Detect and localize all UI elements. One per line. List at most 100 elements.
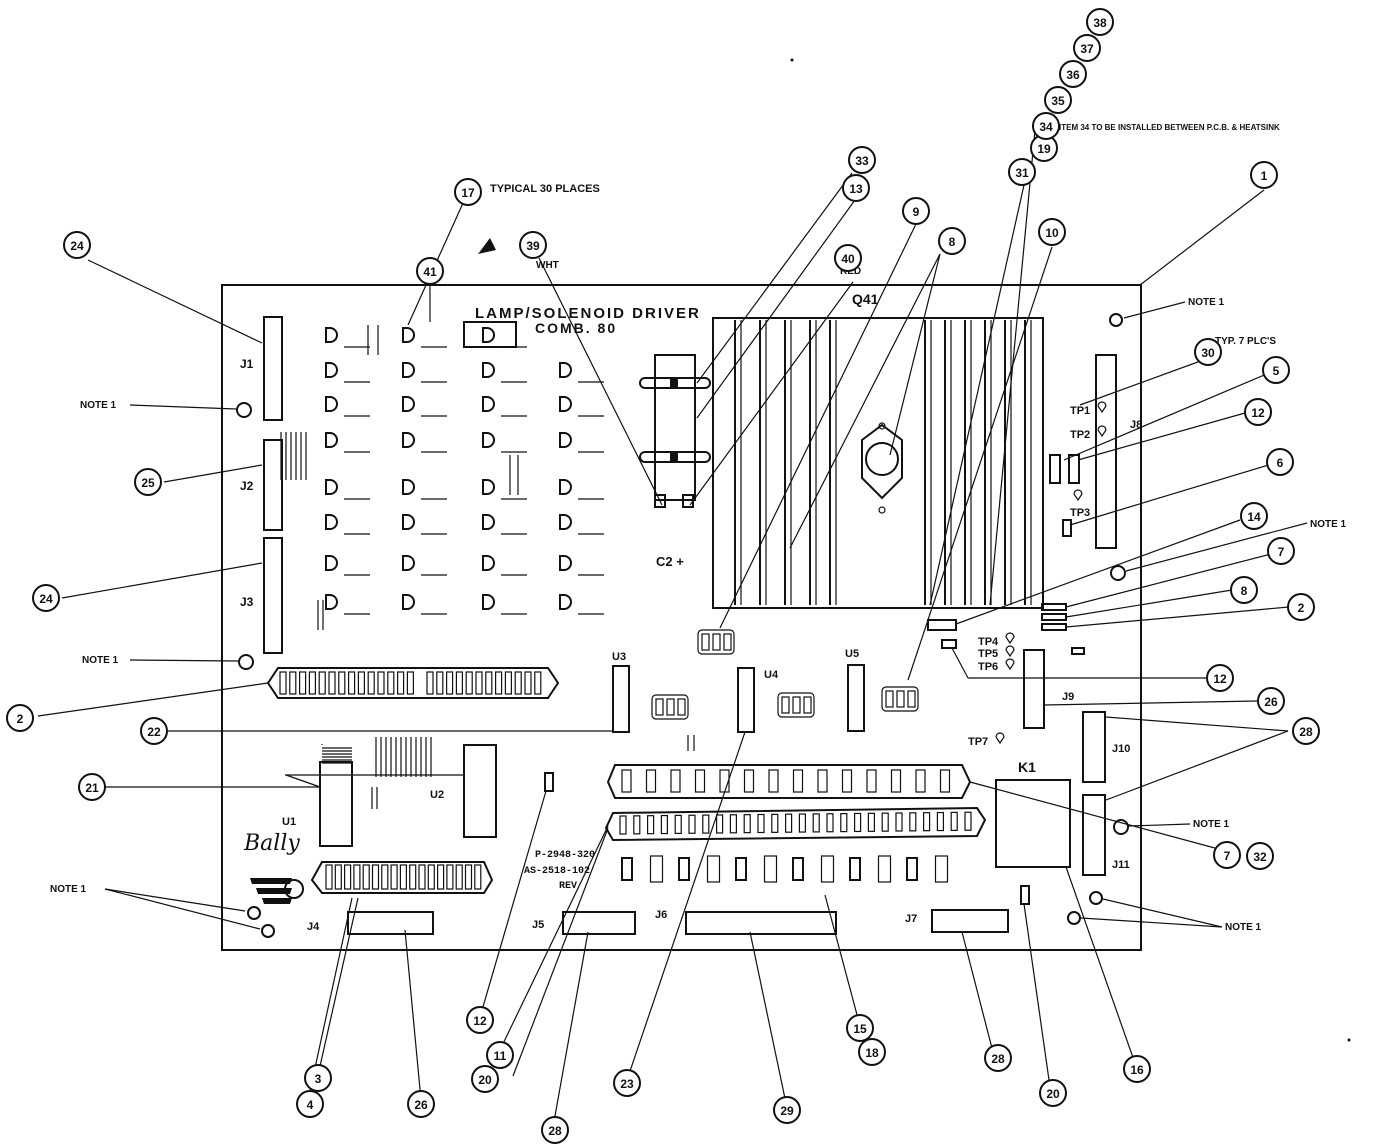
svg-text:15: 15 [853,1022,867,1036]
callout-c28a: 28 [1292,717,1320,745]
svg-text:38: 38 [1093,16,1107,30]
callout-c40: 40 [834,244,862,272]
svg-text:J7: J7 [905,913,917,925]
connector-j7: J7 [905,909,1009,933]
svg-text:17: 17 [461,186,475,200]
tp3: TP3 [1070,507,1090,519]
power-transistor [861,423,903,500]
tp1: TP1 [1070,405,1090,417]
svg-text:U3: U3 [612,651,626,663]
svg-text:13: 13 [849,182,863,196]
svg-text:40: 40 [841,252,855,266]
svg-text:J11: J11 [1112,859,1130,871]
callout-c20a: 20 [471,1065,499,1093]
svg-text:7: 7 [1224,849,1231,863]
svg-text:28: 28 [991,1052,1005,1066]
callout-c30: 30 [1194,338,1222,366]
resistor-row-middle [604,806,987,842]
svg-text:J6: J6 [655,909,667,921]
svg-text:18: 18 [865,1046,879,1060]
svg-text:16: 16 [1130,1063,1144,1077]
callout-c23: 23 [613,1069,641,1097]
svg-text:NOTE 1: NOTE 1 [82,655,119,666]
ic-u1: U1 [282,761,353,847]
test-points: TP1 TP2 TP3 TP4 TP5 TP6 TP7 [968,401,1107,748]
callout-c2a: 2 [6,704,34,732]
svg-text:36: 36 [1066,68,1080,82]
callout-c1: 1 [1250,161,1278,189]
svg-text:24: 24 [70,239,84,253]
callout-c6: 6 [1266,448,1294,476]
svg-text:26: 26 [414,1098,428,1112]
callout-c15: 15 [846,1014,874,1042]
svg-text:4: 4 [307,1098,314,1112]
callout-c8b: 8 [1230,576,1258,604]
svg-text:32: 32 [1253,850,1267,864]
callout-c12b: 12 [1206,664,1234,692]
svg-text:30: 30 [1201,346,1215,360]
callout-c21: 21 [78,773,106,801]
typ-7-plcs: TYP. 7 PLC'S [1215,336,1276,347]
svg-text:22: 22 [147,725,161,739]
ic-u4: U4 [737,667,779,733]
note-item-34: ITEM 34 TO BE INSTALLED BETWEEN P.C.B. &… [1059,123,1280,132]
connector-j5: J5 [532,911,636,935]
pcb-outline [221,284,1142,951]
note1-labels: NOTE 1 NOTE 1 NOTE 1 NOTE 1 NOTE 1 NOTE … [50,297,1347,933]
callout-c14: 14 [1240,502,1268,530]
heatsink-label: Q41 [852,291,879,307]
callout-c34: 34 [1032,112,1060,140]
callout-c31: 31 [1008,158,1036,186]
svg-text:20: 20 [1046,1087,1060,1101]
callout-c20b: 20 [1039,1079,1067,1107]
relay-k1: K1 [995,759,1071,868]
component-41-outline [463,321,517,348]
connector-j1: J1 [240,316,283,421]
tp6: TP6 [978,661,998,673]
callout-c8a: 8 [938,227,966,255]
wire-wht-label: WHT [536,260,559,271]
connector-j8: J8 [1095,354,1142,549]
svg-text:U2: U2 [430,789,444,801]
right-resistors [544,454,1085,905]
callout-c7b: 7 [1213,841,1241,869]
svg-text:J1: J1 [240,357,254,371]
svg-text:NOTE 1: NOTE 1 [1310,519,1347,530]
svg-text:20: 20 [478,1073,492,1087]
svg-text:24: 24 [39,592,53,606]
svg-text:J3: J3 [240,595,254,609]
callout-c16: 16 [1123,1055,1151,1083]
transistor-row-lower [621,855,949,883]
svg-text:J4: J4 [307,921,320,933]
svg-text:19: 19 [1037,142,1051,156]
connector-j11: J11 [1082,794,1130,876]
svg-text:14: 14 [1247,510,1261,524]
callout-c7a: 7 [1267,537,1295,565]
callout-c41: 41 [416,257,444,285]
resistor-row-upper [606,764,972,799]
heatsink-q41: Q41 [712,291,1044,609]
capacitor-hatches [280,325,695,809]
note1-leaders [104,301,1308,930]
svg-text:28: 28 [548,1124,562,1138]
resistor-network-strip [266,667,560,699]
ic-u3: U3 [612,651,630,733]
rev-label: REV [559,881,577,892]
callout-c9: 9 [902,197,930,225]
callout-c24b: 24 [32,584,60,612]
svg-text:6: 6 [1277,456,1284,470]
callout-c26b: 26 [407,1090,435,1118]
connector-j4: J4 [307,911,434,935]
callout-c12c: 12 [466,1006,494,1034]
callout-c12a: 12 [1244,398,1272,426]
callout-c17: 17 [454,178,482,206]
svg-text:37: 37 [1080,42,1094,56]
svg-text:U1: U1 [282,816,296,828]
svg-text:9: 9 [913,205,920,219]
ic-u2: U2 [430,744,497,838]
callout-c22: 22 [140,717,168,745]
svg-text:3: 3 [315,1072,322,1086]
callout-leaders [37,129,1290,1128]
svg-text:28: 28 [1299,725,1313,739]
svg-text:34: 34 [1039,120,1053,134]
